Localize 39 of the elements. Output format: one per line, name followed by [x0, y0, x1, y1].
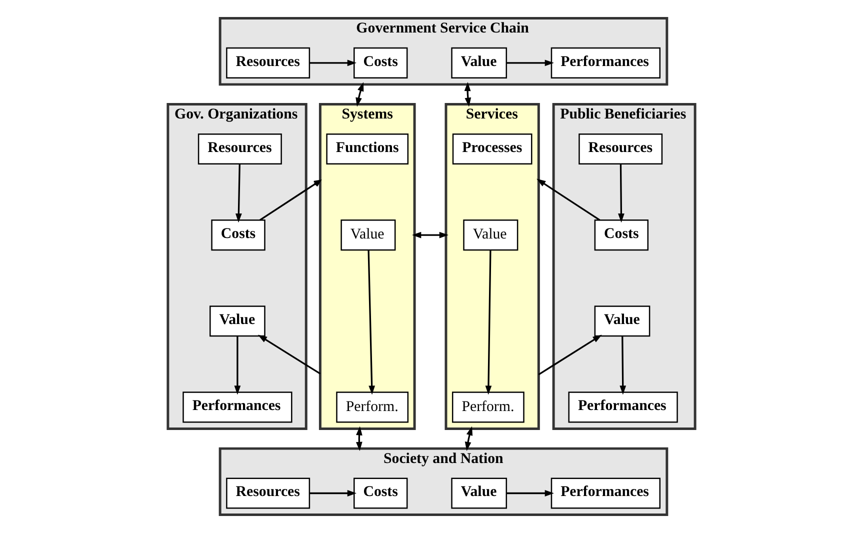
node-box: Perform.	[336, 392, 409, 423]
node-box: Value	[451, 478, 507, 509]
arrow	[310, 490, 356, 496]
arrow	[618, 164, 624, 223]
arrow	[506, 490, 554, 496]
node-box: Performances	[550, 478, 661, 509]
node-box: Resources	[226, 478, 310, 509]
node-box: Performances	[182, 392, 292, 423]
node-box: Costs	[594, 220, 649, 251]
node-box: Value	[451, 47, 507, 78]
node-box: Costs	[354, 47, 408, 78]
arrow	[506, 60, 554, 66]
node-box: Functions	[326, 133, 409, 164]
arrow	[260, 180, 322, 221]
arrow	[235, 164, 242, 223]
arrow	[310, 60, 356, 66]
arrow	[258, 334, 321, 374]
arrow	[464, 426, 473, 452]
arrow	[412, 232, 448, 238]
arrow	[464, 82, 472, 107]
node-box: Costs	[354, 478, 408, 509]
node-box: Resources	[578, 133, 663, 164]
node-box: Performances	[568, 392, 678, 423]
node-box: Processes	[452, 133, 532, 164]
node-box: Performances	[550, 47, 661, 78]
node-box: Resources	[198, 133, 282, 164]
arrow	[538, 334, 602, 376]
arrow	[485, 250, 492, 395]
node-box: Value	[594, 306, 650, 337]
node-box: Value	[210, 306, 266, 337]
node-box: Value	[340, 220, 396, 251]
arrow	[234, 336, 241, 395]
node-box: Resources	[226, 47, 310, 78]
arrow	[536, 178, 600, 221]
arrow	[368, 250, 376, 395]
node-box: Costs	[211, 220, 266, 251]
arrow	[620, 336, 626, 395]
node-box: Value	[463, 220, 518, 251]
node-box: Perform.	[452, 392, 524, 423]
